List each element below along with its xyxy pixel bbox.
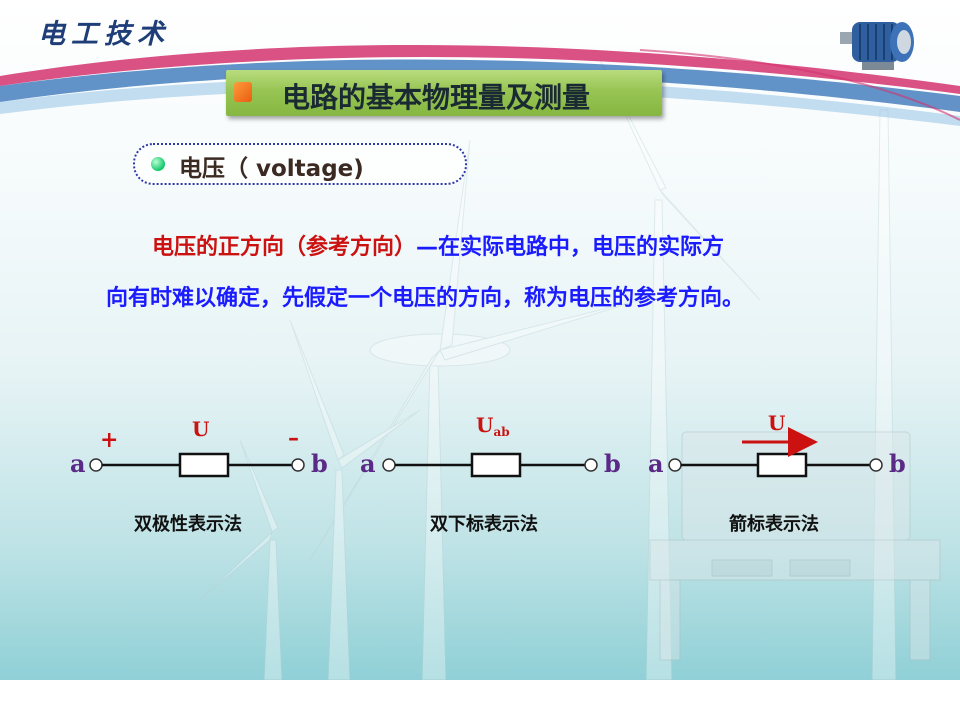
bullet-square-icon	[234, 82, 252, 102]
terminal-a-label: a	[648, 449, 664, 478]
slide: 电工技术 电路的基本物理量及测量 电压（ voltage) 电压的正方向（参考方…	[0, 0, 960, 680]
voltage-label: Uab	[476, 413, 510, 439]
resistor-icon	[178, 452, 230, 478]
diagram-double-subscript: a b Uab	[360, 413, 621, 478]
terminal-a-label: a	[360, 449, 376, 478]
terminal-b-label: b	[604, 449, 621, 478]
voltage-label: U	[192, 417, 209, 441]
terminal-b-node	[584, 458, 598, 472]
terminal-b-node	[869, 458, 883, 472]
section-title-bar: 电路的基本物理量及测量	[226, 70, 662, 116]
terminal-b-label: b	[889, 449, 906, 478]
minus-sign: –	[288, 425, 299, 451]
turbine-tower-icon	[421, 359, 447, 680]
background-illustration	[199, 59, 941, 680]
definition-text: —在实际电路中，电压的实际方	[416, 235, 725, 260]
definition-term: 电压的正方向（参考方向）	[152, 235, 417, 260]
brand-title: 电工技术	[38, 19, 170, 50]
subtopic-pill: 电压（ voltage)	[133, 143, 467, 185]
caption-double-subscript: 双下标表示法	[430, 514, 538, 535]
green-bullet-icon	[151, 157, 165, 171]
diagram-bipolar: a b + – U	[70, 417, 328, 478]
notation-diagrams: a b + – U a b Uab a	[70, 411, 906, 478]
resistor-icon	[470, 452, 522, 478]
electric-motor-icon	[840, 22, 914, 70]
terminal-a-node	[89, 458, 103, 472]
voltage-label: U	[768, 411, 785, 435]
terminal-a-label: a	[70, 449, 86, 478]
resistor-icon	[756, 452, 808, 478]
terminal-b-node	[291, 458, 305, 472]
plus-sign: +	[100, 427, 118, 453]
caption-bipolar: 双极性表示法	[134, 514, 242, 535]
voltage-label-subscript: ab	[493, 425, 509, 439]
lab-bench-icon	[649, 431, 941, 661]
caption-arrow: 箭标表示法	[729, 514, 819, 535]
turbine-nacelle-icon	[369, 333, 511, 367]
definition-line-2: 向有时难以确定，先假定一个电压的方向，称为电压的参考方向。	[106, 286, 745, 311]
subtopic-label: 电压（ voltage)	[179, 156, 364, 182]
diagram-arrow: a b U	[648, 411, 906, 478]
section-title: 电路的基本物理量及测量	[282, 81, 591, 114]
terminal-a-node	[382, 458, 396, 472]
voltage-label-main: U	[476, 413, 493, 437]
terminal-a-node	[668, 458, 682, 472]
definition-line-1: 电压的正方向（参考方向）—在实际电路中，电压的实际方	[152, 229, 724, 261]
terminal-b-label: b	[311, 449, 328, 478]
